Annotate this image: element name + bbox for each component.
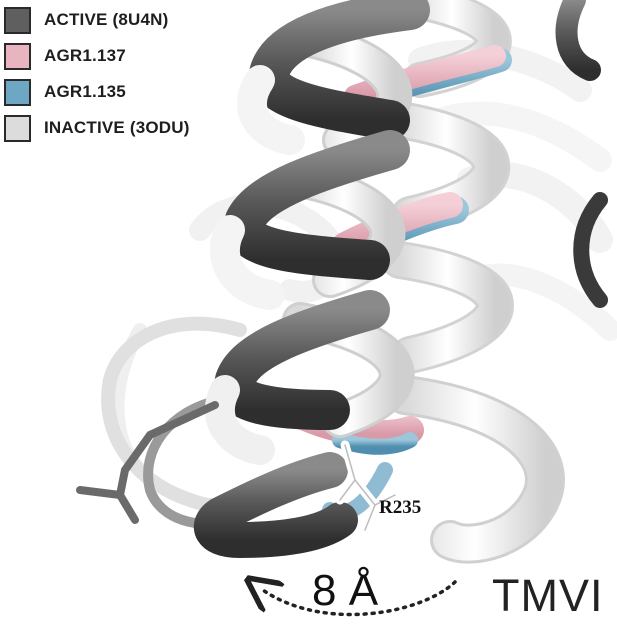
legend-item-inactive: INACTIVE (3ODU) [4, 110, 244, 146]
active-helix [194, 0, 430, 559]
helix-label: TMVI [492, 570, 604, 621]
side-chain-active [76, 401, 219, 524]
legend-item-agr1-137: AGR1.137 [4, 38, 244, 74]
legend-item-agr1-135: AGR1.135 [4, 74, 244, 110]
legend-swatch-agr1-135 [4, 78, 31, 106]
legend-swatch-inactive [4, 114, 31, 142]
residue-label: R235 [379, 497, 422, 518]
distance-arrow [260, 582, 457, 617]
legend-swatch-agr1-137 [4, 42, 31, 70]
legend-item-active: ACTIVE (8U4N) [4, 2, 244, 38]
legend: ACTIVE (8U4N) AGR1.137 AGR1.135 INACTIVE… [4, 2, 244, 146]
legend-label-agr1-135: AGR1.135 [44, 82, 126, 101]
legend-label-agr1-137: AGR1.137 [44, 46, 126, 65]
side-chain-r235-outline [339, 444, 396, 531]
legend-label-inactive: INACTIVE (3ODU) [44, 118, 190, 137]
legend-label-active: ACTIVE (8U4N) [44, 10, 169, 29]
legend-swatch-active [4, 6, 31, 34]
distance-label: 8 Å [312, 566, 379, 615]
active-helix-right-edge [555, 0, 608, 308]
